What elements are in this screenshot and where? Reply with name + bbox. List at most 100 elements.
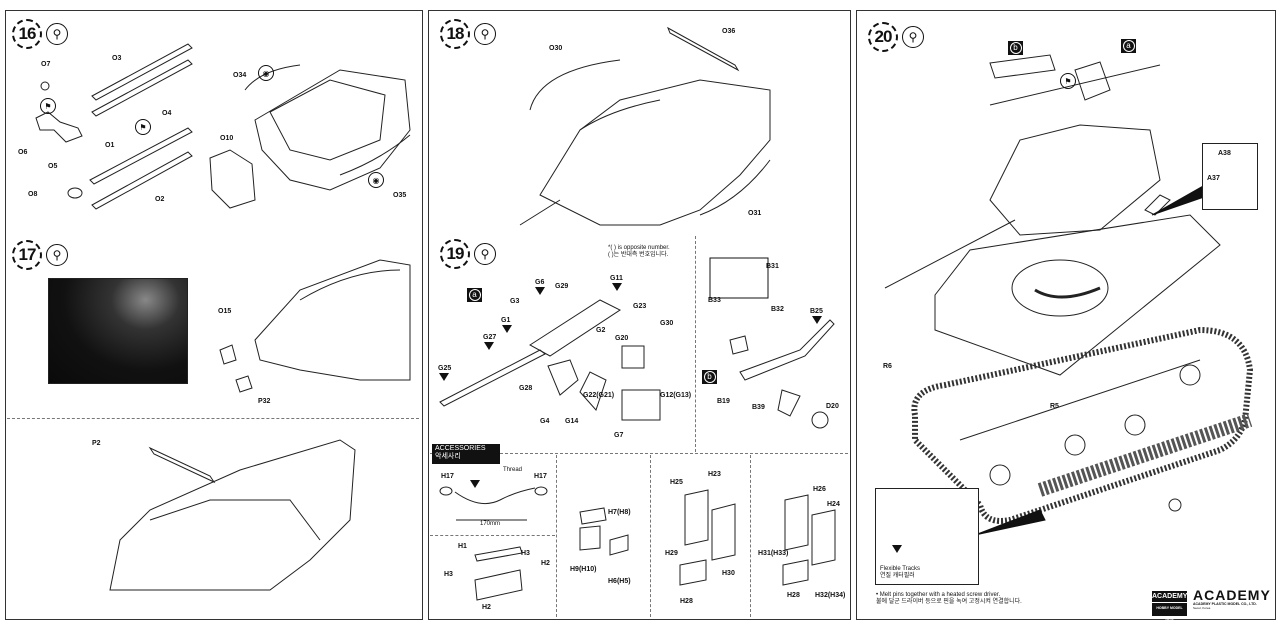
divider xyxy=(430,453,848,454)
accessories-art xyxy=(439,486,836,601)
panel-steps-18-19 xyxy=(428,10,851,620)
academy-logo-small: ACADEMY HOBBY MODEL KITS xyxy=(1152,591,1188,621)
part-label: O4 xyxy=(162,110,172,117)
step19a-gun-art xyxy=(439,299,661,421)
part-label: B25 xyxy=(810,308,823,315)
flag-icon: ⚑ xyxy=(1060,73,1076,89)
part-label: H7(H8) xyxy=(608,509,631,516)
part-label: H1 xyxy=(458,543,467,550)
count-marker xyxy=(892,545,902,553)
part-label: H25 xyxy=(670,479,683,486)
variant-a-badge: a xyxy=(1121,39,1136,53)
part-label: O35 xyxy=(393,192,407,199)
part-label: O34 xyxy=(233,72,247,79)
step17b-turret-art xyxy=(109,439,356,591)
count-marker xyxy=(535,287,545,295)
part-label: G30 xyxy=(660,320,674,327)
part-label: H17 xyxy=(441,473,454,480)
step-number: 18 xyxy=(440,19,470,49)
part-label: O1 xyxy=(105,142,115,149)
cement-icon: ◉ xyxy=(258,65,274,81)
part-label: A37 xyxy=(1207,175,1220,182)
step-17-header: 17 ⚲ xyxy=(12,240,68,270)
part-label: G27 xyxy=(483,334,497,341)
step-number: 20 xyxy=(868,22,898,52)
part-label: G6 xyxy=(535,279,545,286)
part-label: H26 xyxy=(813,486,826,493)
flag-icon: ⚑ xyxy=(135,119,151,135)
part-label: H29 xyxy=(665,550,678,557)
count-marker xyxy=(812,316,822,324)
count-marker xyxy=(439,373,449,381)
part-label: R6 xyxy=(883,363,892,370)
part-label: G20 xyxy=(615,335,629,342)
logo-text: ACADEMY xyxy=(1152,593,1188,600)
step19b-gun-art xyxy=(709,257,835,429)
logo-wordmark: ACADEMY xyxy=(1193,587,1271,603)
part-label: G2 xyxy=(596,327,606,334)
flexible-tracks-inset: Flexible Tracks 연질 캐터필러 xyxy=(875,488,979,585)
step-number: 16 xyxy=(12,19,42,49)
note-en: • Melt pins together with a heated screw… xyxy=(876,592,1001,598)
part-label: H24 xyxy=(827,501,840,508)
accessories-title-en: ACCESSORIES xyxy=(435,445,486,452)
step16-rods-art xyxy=(35,43,193,210)
part-label: B39 xyxy=(752,404,765,411)
inset-title-en: Flexible Tracks xyxy=(880,566,921,572)
step17-turret-art xyxy=(219,259,411,393)
part-label: B31 xyxy=(766,263,779,270)
part-label: G11 xyxy=(610,275,623,282)
variant-label: b xyxy=(703,371,716,383)
glue-icon: ⚲ xyxy=(902,26,924,48)
part-label: H28 xyxy=(787,592,800,599)
part-label: H23 xyxy=(708,471,721,478)
inset-title-ko: 연질 캐터필러 xyxy=(880,573,915,579)
note-en: *( ) is opposite number. xyxy=(608,245,670,251)
note-ko: 불에 달군 드라이버 등으로 핀을 녹여 고정시켜 연결합니다. xyxy=(876,599,1022,605)
count-marker xyxy=(612,283,622,291)
part-label: B33 xyxy=(708,297,721,304)
part-label: H17 xyxy=(534,473,547,480)
divider xyxy=(430,535,555,536)
variant-b-badge: b xyxy=(702,370,717,384)
part-label: O5 xyxy=(48,163,58,170)
part-label: G7 xyxy=(614,432,624,439)
part-label: H31(H33) xyxy=(758,550,789,557)
variant-a-badge: a xyxy=(467,288,482,302)
part-label: G22(G21) xyxy=(583,392,615,399)
step-20-header: 20 ⚲ xyxy=(868,22,924,52)
part-label: O2 xyxy=(155,196,165,203)
flag-icon: ⚑ xyxy=(40,98,56,114)
opposite-number-note: *( ) is opposite number. ( )는 반대측 번호입니다. xyxy=(608,245,670,259)
step-18-header: 18 ⚲ xyxy=(440,19,496,49)
count-marker xyxy=(484,342,494,350)
part-label: P2 xyxy=(92,440,101,447)
part-label: G14 xyxy=(565,418,579,425)
part-label: O15 xyxy=(218,308,232,315)
variant-label: b xyxy=(1009,42,1022,54)
part-label: A38 xyxy=(1218,150,1231,157)
divider xyxy=(695,236,696,452)
glue-icon: ⚲ xyxy=(474,23,496,45)
variant-label: a xyxy=(1122,40,1135,52)
academy-logo-large: ACADEMY ACADEMY PLASTIC MODEL CO., LTD. … xyxy=(1193,588,1273,610)
glue-icon: ⚲ xyxy=(46,244,68,266)
part-label: G3 xyxy=(510,298,520,305)
part-label: H28 xyxy=(680,598,693,605)
part-label: G25 xyxy=(438,365,452,372)
part-label: G4 xyxy=(540,418,550,425)
divider xyxy=(556,455,557,617)
variant-label: a xyxy=(468,289,481,301)
track-assembly-note: • Melt pins together with a heated screw… xyxy=(876,592,1022,606)
note-ko: ( )는 반대측 번호입니다. xyxy=(608,252,669,258)
divider xyxy=(650,455,651,617)
glue-icon: ⚲ xyxy=(46,23,68,45)
part-label: O36 xyxy=(722,28,736,35)
part-label: H30 xyxy=(722,570,735,577)
inset-caption: Flexible Tracks 연질 캐터필러 xyxy=(880,566,920,580)
glue-icon: ⚲ xyxy=(474,243,496,265)
part-label: O6 xyxy=(18,149,28,156)
thread-label: Thread xyxy=(503,467,523,473)
step20-tank-art xyxy=(884,54,1254,524)
part-label: O10 xyxy=(220,135,234,142)
